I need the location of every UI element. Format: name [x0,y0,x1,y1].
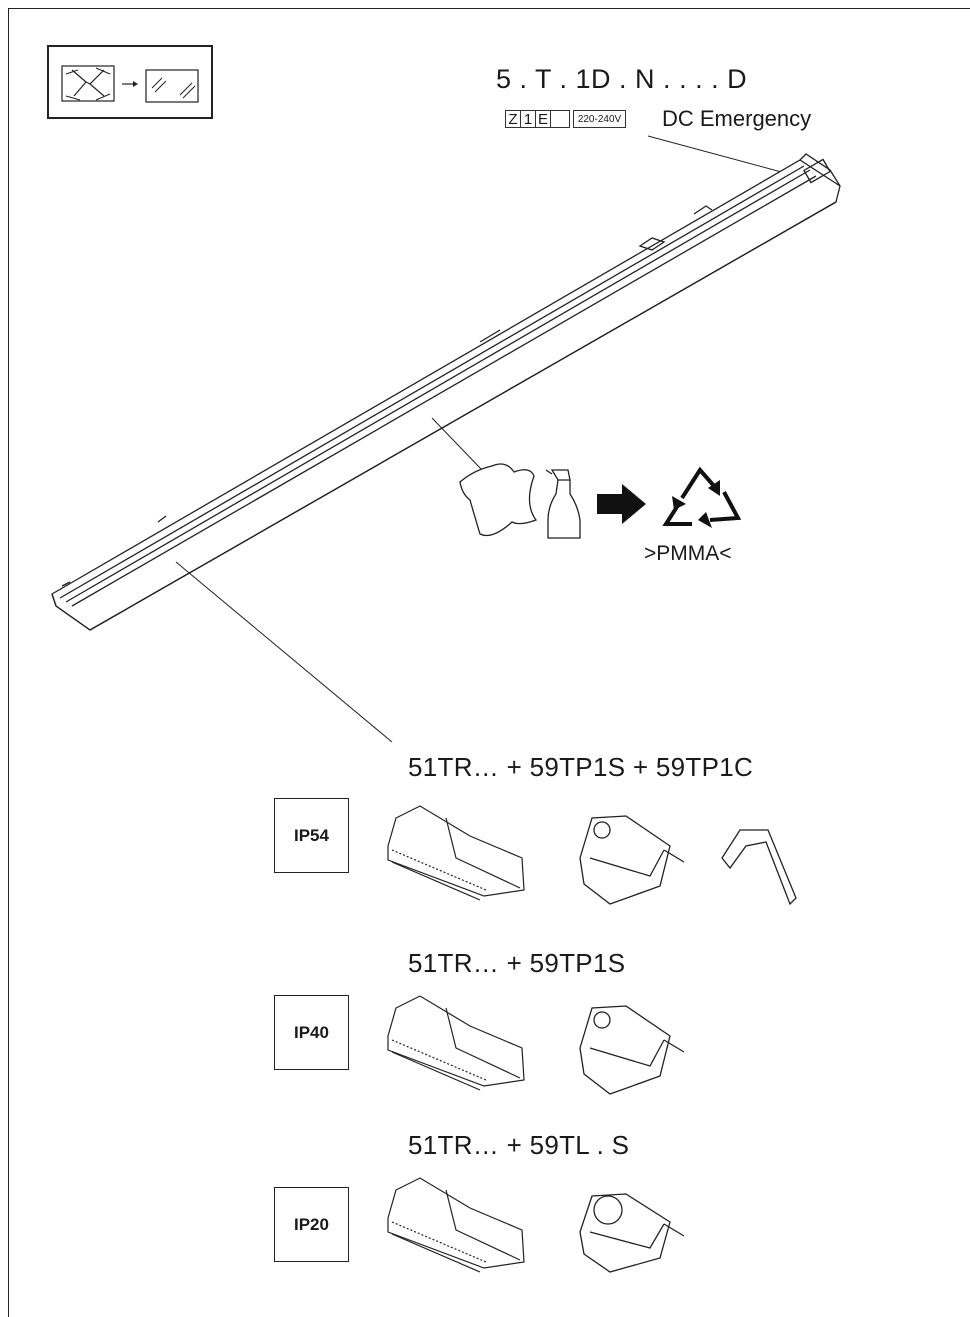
config-components-ip40: 51TR… + 59TP1S [408,948,626,978]
luminaire-body [51,153,841,631]
code-cell-4 [550,110,570,128]
recycle-label: >PMMA< [644,542,732,565]
ip-rating-ip54: IP54 [274,798,349,873]
code-cell-1: Z [505,110,521,128]
page-frame [8,8,970,1317]
config-components-ip54: 51TR… + 59TP1S + 59TP1C [408,752,754,782]
end-cap-ip54 [579,815,685,905]
gasket-icon [721,829,797,906]
recycle-icon [662,466,742,526]
emergency-label: DC Emergency [662,106,812,131]
track-section-ip20 [387,1177,525,1273]
arrow-right-icon [597,484,646,524]
track-section-ip40 [387,995,525,1091]
spray-bottle-icon [545,469,581,539]
code-cell-3: E [535,110,551,128]
track-section-ip54 [387,805,525,901]
voltage-cell: 220-240V [573,110,626,128]
end-cap-ip40 [579,1005,685,1095]
product-code: 5 . T . 1D . N . . . . D [496,64,748,94]
code-cell-2: 1 [520,110,536,128]
leader-line-cleaning [431,417,483,471]
end-cap-ip20 [579,1193,685,1273]
ip-rating-ip40: IP40 [274,995,349,1070]
leader-line-components [175,561,393,743]
cloth-icon [459,463,538,537]
ip-rating-ip20: IP20 [274,1187,349,1262]
config-components-ip20: 51TR… + 59TL . S [408,1130,630,1160]
replace-broken-diffuser-icon [47,45,213,119]
